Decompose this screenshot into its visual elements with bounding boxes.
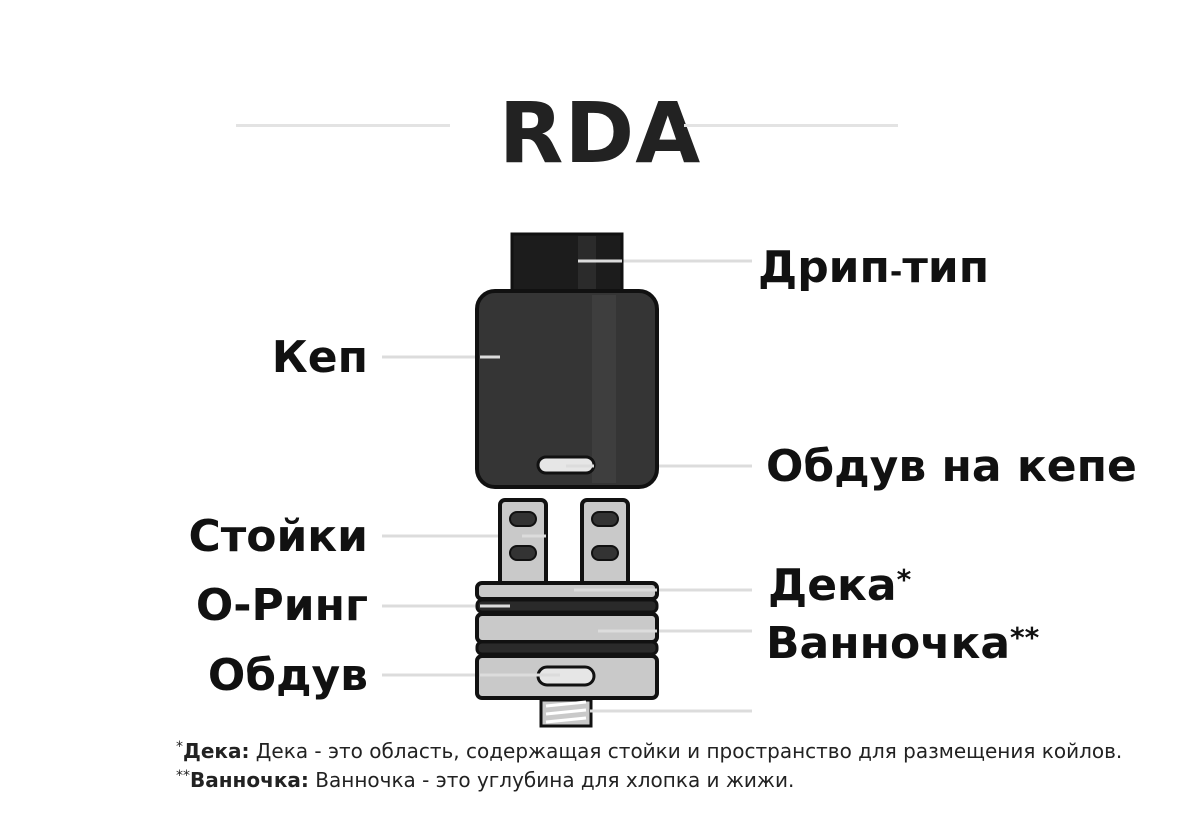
label-cap: Кеп [271,332,368,383]
label-o-ring: О-Ринг [195,580,368,631]
title-rule-left [236,124,450,127]
base [475,581,659,728]
label-deck: Дека* [768,560,912,611]
footnote-well: **Ванночка: Ванночка - это углубина для … [176,768,795,792]
footnote-deck: *Дека: Дека - это область, содержащая ст… [176,739,1123,763]
label-drip-tip: Дрип-тип [758,242,990,293]
drip-tip [510,232,624,296]
label-well: Ванночка** [766,618,1040,669]
posts [498,498,630,588]
label-airflow: Обдув [207,650,368,701]
title-rule-right [684,124,898,127]
label-posts: Стойки [188,511,368,562]
diagram-title: RDA [498,84,702,182]
cap [475,289,659,489]
label-cap-airflow: Обдув на кепе [766,441,1137,492]
